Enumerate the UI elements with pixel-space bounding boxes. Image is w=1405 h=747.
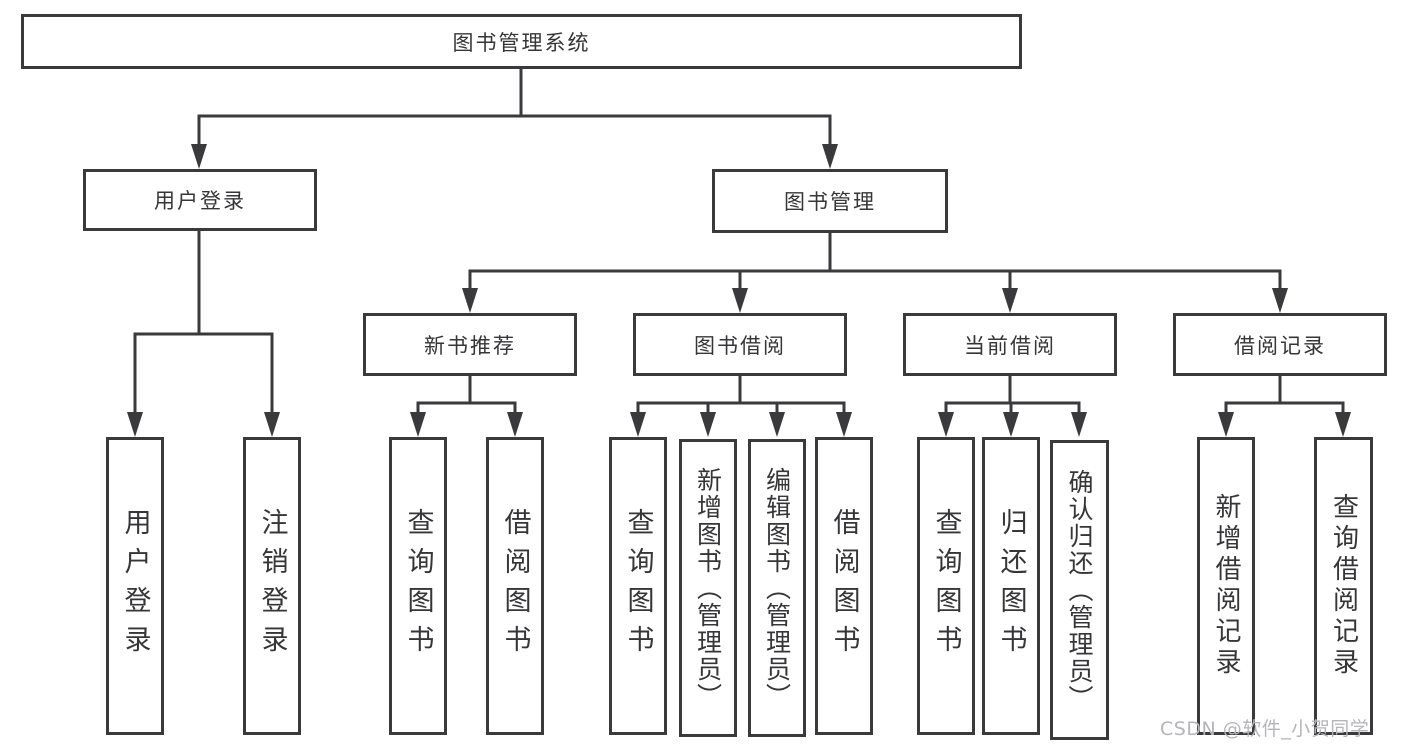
node-borrow-records-label: 借阅记录 (1234, 333, 1326, 358)
node-book-borrow-label: 图书借阅 (694, 333, 786, 358)
node-user-login-branch: 用户登录 (83, 169, 317, 231)
leaf-user-login: 用户登录 (106, 437, 164, 735)
leaf-bb-borrow-books-label: 借阅图书 (828, 508, 860, 664)
leaf-bb-add-books-admin: 新增图书（管理员） (679, 439, 737, 737)
node-new-book-recommend: 新书推荐 (363, 313, 577, 376)
node-new-book-recommend-label: 新书推荐 (424, 333, 516, 358)
leaf-bb-query-books-label: 查询图书 (622, 508, 654, 664)
leaf-cb-return-books-label: 归还图书 (995, 508, 1027, 664)
leaf-bb-borrow-books: 借阅图书 (815, 437, 873, 735)
leaf-cb-return-books: 归还图书 (982, 437, 1040, 735)
node-book-management: 图书管理 (712, 169, 948, 233)
node-borrow-records: 借阅记录 (1173, 313, 1387, 376)
leaf-user-login-label: 用户登录 (119, 508, 151, 664)
leaf-nb-query-books: 查询图书 (389, 437, 447, 735)
watermark: CSDN @软件_小贺同学 (1160, 718, 1370, 740)
leaf-nb-borrow-books: 借阅图书 (486, 437, 544, 735)
leaf-nb-borrow-books-label: 借阅图书 (499, 508, 531, 664)
leaf-br-query-record: 查询借阅记录 (1314, 437, 1373, 735)
leaf-cb-confirm-return-admin: 确认归还（管理员） (1050, 440, 1109, 740)
leaf-br-add-record: 新增借阅记录 (1197, 437, 1255, 735)
leaf-cb-confirm-return-admin-label: 确认归还（管理员） (1065, 468, 1094, 712)
leaf-bb-edit-books-admin-label: 编辑图书（管理员） (762, 466, 792, 710)
leaf-bb-add-books-admin-label: 新增图书（管理员） (693, 466, 723, 710)
leaf-logout: 注销登录 (243, 437, 301, 735)
node-user-login-branch-label: 用户登录 (154, 189, 246, 213)
node-root: 图书管理系统 (21, 14, 1022, 69)
leaf-cb-query-books: 查询图书 (917, 437, 975, 735)
leaf-br-add-record-label: 新增借阅记录 (1211, 493, 1241, 679)
leaf-br-query-record-label: 查询借阅记录 (1328, 493, 1359, 679)
node-current-borrow-label: 当前借阅 (964, 333, 1056, 358)
leaf-logout-label: 注销登录 (256, 508, 288, 664)
node-book-management-label: 图书管理 (784, 190, 876, 214)
node-current-borrow: 当前借阅 (903, 313, 1117, 376)
leaf-bb-query-books: 查询图书 (609, 437, 667, 735)
leaf-cb-query-books-label: 查询图书 (930, 508, 962, 664)
node-book-borrow: 图书借阅 (633, 313, 847, 376)
leaf-nb-query-books-label: 查询图书 (402, 508, 434, 664)
node-root-label: 图书管理系统 (452, 30, 591, 55)
leaf-bb-edit-books-admin: 编辑图书（管理员） (748, 439, 806, 737)
